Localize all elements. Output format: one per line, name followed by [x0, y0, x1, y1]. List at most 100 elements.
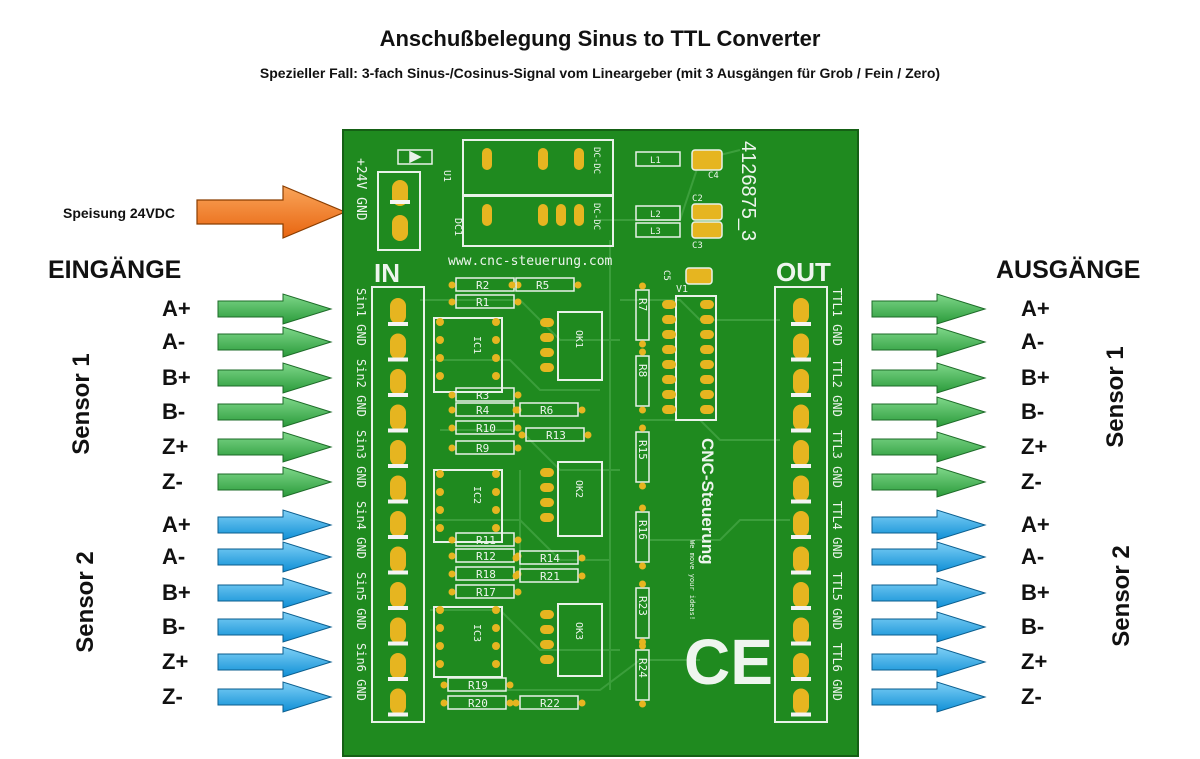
- r14-label: R14: [540, 552, 560, 565]
- input-pin-label-5: Sin5 GND: [354, 572, 368, 630]
- ic3-label: IC3: [471, 624, 482, 642]
- r19-label: R19: [468, 679, 488, 692]
- input-pin-label-2: Sin2 GND: [354, 359, 368, 417]
- input-signal-label-11: Z+: [162, 649, 189, 674]
- r8-label: R8: [636, 364, 649, 377]
- r7-label: R7: [636, 298, 649, 311]
- input-pin-label-6: Sin6 GND: [354, 643, 368, 701]
- output-arrow-8: [871, 541, 987, 573]
- ic-outlines: [433, 295, 717, 678]
- output-arrow-7: [871, 509, 987, 541]
- output-signal-label-3: B+: [1021, 365, 1050, 390]
- r4-label: R4: [476, 404, 490, 417]
- page-subtitle: Spezieller Fall: 3-fach Sinus-/Cosinus-S…: [259, 65, 941, 81]
- u1-label: U1: [441, 170, 452, 182]
- input-signal-label-12: Z-: [162, 684, 183, 709]
- output-arrow-11: [871, 646, 987, 678]
- r3-label: R3: [476, 389, 489, 402]
- output-pin-label-2: TTL2 GND: [830, 359, 844, 417]
- output-pin-label-5: TTL5 GND: [830, 572, 844, 630]
- page-title: Anschußbelegung Sinus to TTL Converter: [379, 26, 821, 51]
- ok3-label: OK3: [573, 622, 584, 640]
- r2-label: R2: [476, 279, 489, 292]
- input-signal-label-1: A+: [162, 296, 191, 321]
- input-signal-label-4: B-: [162, 399, 186, 424]
- r22-label: R22: [540, 697, 560, 710]
- pcb-tagline: We move your ideas!: [688, 540, 696, 620]
- input-terminal-block: [371, 286, 425, 723]
- pcb-ce-mark: CE: [684, 626, 773, 698]
- input-pin-label-4: Sin4 GND: [354, 501, 368, 559]
- r17-label: R17: [476, 586, 496, 599]
- output-arrow-5: [871, 431, 987, 463]
- c3-label: C3: [692, 241, 703, 251]
- output-signal-label-1: A+: [1021, 296, 1050, 321]
- r1-label: R1: [476, 296, 489, 309]
- r24-label: R24: [636, 658, 649, 678]
- input-arrow-11: [217, 646, 333, 678]
- signal-arrows: [217, 293, 987, 713]
- r6-label: R6: [540, 404, 553, 417]
- pcb-traces: [420, 149, 790, 691]
- output-signal-label-6: Z-: [1021, 469, 1042, 494]
- input-arrow-5: [217, 431, 333, 463]
- input-arrow-10: [217, 611, 333, 643]
- output-signal-label-2: A-: [1021, 329, 1045, 354]
- output-signal-label-10: B-: [1021, 614, 1045, 639]
- l3-label: L3: [650, 227, 661, 237]
- output-arrow-12: [871, 681, 987, 713]
- input-signal-label-2: A-: [162, 329, 186, 354]
- input-signal-label-10: B-: [162, 614, 186, 639]
- input-arrow-8: [217, 541, 333, 573]
- ok1-label: OK1: [573, 330, 584, 348]
- power-terminal: [377, 171, 421, 251]
- r12-label: R12: [476, 550, 496, 563]
- pcb-website: www.cnc-steuerung.com: [448, 254, 613, 269]
- c2-label: C2: [692, 194, 703, 204]
- pcb-brand: CNC-Steuerung: [698, 438, 717, 565]
- dc-dc-label-1: DC-DC: [591, 147, 601, 174]
- output-pin-label-4: TTL4 GND: [830, 501, 844, 559]
- output-pin-label-3: TTL3 GND: [830, 430, 844, 488]
- dc1-label: DC1: [452, 218, 463, 236]
- c4-label: C4: [708, 171, 719, 181]
- output-arrow-1: [871, 293, 987, 325]
- output-signal-label-11: Z+: [1021, 649, 1048, 674]
- r18-label: R18: [476, 568, 496, 581]
- output-arrow-10: [871, 611, 987, 643]
- r10-label: R10: [476, 422, 496, 435]
- input-arrow-2: [217, 326, 333, 358]
- r15-label: R15: [636, 440, 649, 460]
- diode: [397, 149, 433, 165]
- output-arrow-6: [871, 466, 987, 498]
- pcb-in-label: IN: [374, 258, 400, 288]
- output-signal-label-5: Z+: [1021, 434, 1048, 459]
- output-arrow-2: [871, 326, 987, 358]
- r20-label: R20: [468, 697, 488, 710]
- r16-label: R16: [636, 520, 649, 540]
- input-arrow-7: [217, 509, 333, 541]
- output-signal-label-8: A-: [1021, 544, 1045, 569]
- output-pin-label-6: TTL6 GND: [830, 643, 844, 701]
- pcb-out-label: OUT: [776, 257, 831, 287]
- ok2-label: OK2: [573, 480, 584, 498]
- input-signal-label-5: Z+: [162, 434, 189, 459]
- dc-dc-pins: [482, 148, 584, 226]
- input-signal-label-9: B+: [162, 580, 191, 605]
- input-arrow-12: [217, 681, 333, 713]
- r21-label: R21: [540, 570, 560, 583]
- input-signal-label-7: A+: [162, 512, 191, 537]
- input-signal-label-8: A-: [162, 544, 186, 569]
- pcb-part-number: 4126875_3: [737, 141, 759, 241]
- r11-label: R11: [476, 534, 496, 547]
- output-terminal-block: [774, 286, 828, 723]
- output-signal-label-7: A+: [1021, 512, 1050, 537]
- ic1-label: IC1: [471, 336, 482, 354]
- power-arrow: [196, 185, 347, 239]
- v1-label: V1: [676, 284, 688, 295]
- pcb-power-pins: +24V GND: [353, 158, 368, 221]
- r5-label: R5: [536, 279, 549, 292]
- output-arrow-4: [871, 396, 987, 428]
- output-arrow-3: [871, 362, 987, 394]
